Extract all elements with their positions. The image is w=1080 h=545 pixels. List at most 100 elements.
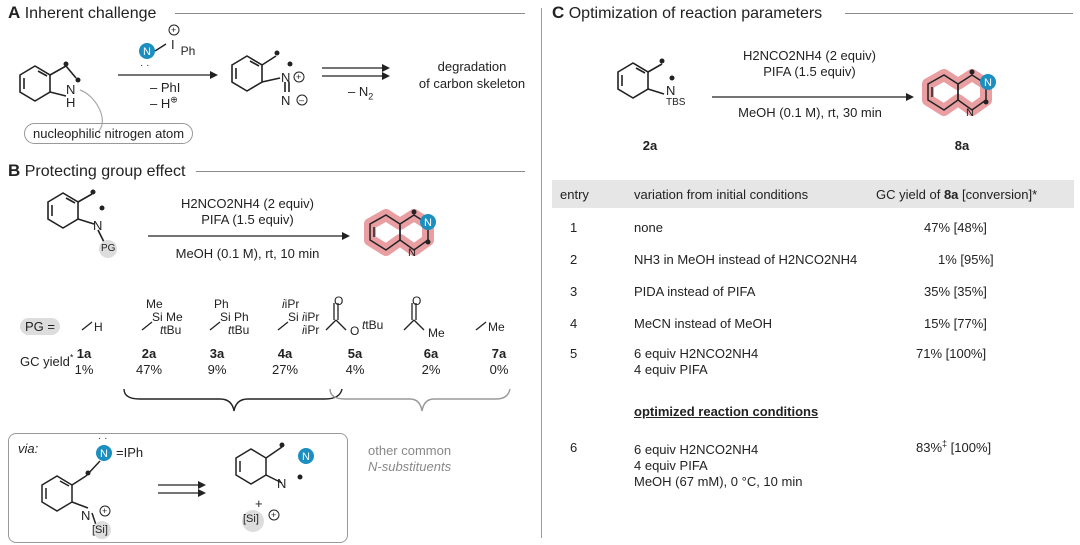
pg6-o: O	[412, 294, 422, 308]
via-box	[8, 433, 348, 543]
panel-b-letter: B	[8, 161, 21, 180]
other-substituents: other common N-substituents	[368, 443, 451, 475]
compound-6a: 6a	[423, 346, 439, 361]
row2-variation: NH3 in MeOH instead of H2NCO2NH4	[634, 252, 858, 267]
svg-text:N: N	[408, 247, 416, 259]
svg-text:+: +	[102, 506, 107, 516]
yield-5a: 4%	[345, 362, 365, 377]
panel-b-reagent-1: H2NCO2NH4 (2 equiv)	[181, 196, 314, 211]
th-variation: variation from initial conditions	[634, 187, 809, 202]
svg-text:N: N	[143, 46, 151, 58]
pg5-tbu: ttBu	[362, 318, 384, 332]
pg2-me1: Me	[146, 297, 163, 311]
cond-h-text: – H	[150, 96, 171, 111]
pg3-si: Si	[220, 310, 231, 324]
pg6-me: Me	[428, 326, 445, 340]
th-yield-compound: 8a	[943, 187, 959, 202]
svg-text:–: –	[299, 95, 304, 105]
c-sm-pg: TBS	[666, 97, 686, 108]
pg-n-label: N	[93, 218, 103, 233]
panel-a-scheme: N + · · + –	[19, 24, 390, 133]
pg4-ipr1: iPr	[284, 297, 300, 311]
compound-2a: 2a	[141, 346, 157, 361]
pg5-o1: O	[334, 294, 344, 308]
row4-yield: 15% [77%]	[924, 316, 987, 331]
pg3-group: Ph Si Ph ttBu	[214, 297, 250, 337]
pg-label: PG	[101, 243, 116, 254]
n2-loss: – N2	[348, 84, 374, 102]
compound-4a: 4a	[277, 346, 293, 361]
row2-yield: 1% [95%]	[938, 252, 994, 267]
yield-2a: 47%	[135, 362, 163, 377]
compound-7a: 7a	[491, 346, 507, 361]
cond-h: – H⊕	[150, 94, 178, 111]
compound-5a: 5a	[347, 346, 363, 361]
panel-a-letter: A	[8, 3, 21, 22]
panel-c-title-text: Optimization of reaction parameters	[568, 5, 823, 22]
diazo-n2-label: N	[281, 93, 291, 108]
nitrogen-circle	[139, 43, 155, 59]
panel-c-rule	[845, 13, 1073, 14]
pg3-ph2: Ph	[234, 310, 249, 324]
via-si-2: [Si]	[243, 513, 259, 525]
th-yield: GC yield of 8a [conversion]*	[876, 187, 1037, 202]
pg3-tbu: tBu	[231, 323, 250, 337]
row5-variation-2: 4 equiv PIFA	[634, 362, 708, 377]
svg-text:N: N	[984, 77, 992, 89]
panel-a-title: A Inherent challenge	[8, 4, 156, 23]
svg-text:N: N	[966, 107, 974, 119]
compound-1a: 1a	[76, 346, 92, 361]
nh-h-label: H	[66, 95, 76, 110]
svg-text:+: +	[171, 25, 176, 35]
panel-a-title-text: Inherent challenge	[24, 5, 157, 22]
row4-entry: 4	[570, 316, 578, 331]
panel-c-reagent-1: H2NCO2NH4 (2 equiv)	[743, 48, 876, 63]
pg4-ipr3: iPr	[304, 323, 320, 337]
curved-arrow	[79, 89, 103, 133]
pg2-tbu: tBu	[163, 323, 182, 337]
cond-phi: – PhI	[150, 80, 181, 95]
pg-structures	[81, 303, 487, 331]
via-iph: =IPh	[116, 445, 144, 460]
yield-1a: 1%	[74, 362, 94, 377]
nucleophilic-label: nucleophilic nitrogen atom	[24, 123, 194, 144]
via-label: via:	[18, 441, 39, 456]
via-n-label: N	[81, 508, 91, 523]
via-plus: +	[255, 496, 263, 511]
panel-a-rule	[175, 13, 525, 14]
pg4-group: iiPr Si iiPr iiPr	[282, 297, 320, 337]
svg-text:+: +	[296, 72, 301, 82]
pg4-ipr2: iPr	[304, 310, 320, 324]
svg-text:· ·: · ·	[140, 60, 149, 71]
table-header	[552, 180, 1074, 208]
row1-entry: 1	[570, 220, 578, 235]
pg-eq-label: PG =	[20, 318, 60, 335]
row6-yield-mark: ‡	[942, 438, 948, 449]
indazole-structure	[19, 65, 77, 102]
row4-variation: MeCN instead of MeOH	[634, 316, 772, 331]
svg-text:N: N	[424, 217, 432, 229]
iodine-label: I	[171, 37, 175, 52]
degradation-line-2: of carbon skeleton	[418, 76, 526, 91]
row5-variation-1: 6 equiv H2NCO2NH4	[634, 346, 759, 361]
svg-text:· ·: · ·	[98, 433, 107, 444]
c-product-label: 8a	[954, 138, 970, 153]
panel-b-reagent-2: PIFA (1.5 equiv)	[201, 212, 294, 227]
pg1-h: H	[94, 320, 103, 334]
panel-b-title-text: Protecting group effect	[24, 163, 186, 180]
carbene-dot	[75, 77, 81, 83]
pg3-ph1: Ph	[214, 297, 229, 311]
diazo-n-label: N	[281, 70, 291, 85]
row6-variation-1: 6 equiv H2NCO2NH4	[634, 442, 759, 457]
carbene-dot	[63, 61, 69, 67]
pg4-si: Si	[288, 310, 299, 324]
th-yield-conv: [conversion]*	[962, 187, 1038, 202]
via-structures: N · · + N +	[41, 433, 314, 539]
gc-yield-text: GC yield	[20, 354, 70, 369]
row6-yield-main: 83%	[916, 440, 943, 455]
pg2-group: Me Si Me ttBu	[146, 297, 183, 337]
row5-entry: 5	[570, 346, 578, 361]
panel-c-reagent-2: PIFA (1.5 equiv)	[763, 64, 856, 79]
svg-text:+: +	[271, 510, 276, 520]
